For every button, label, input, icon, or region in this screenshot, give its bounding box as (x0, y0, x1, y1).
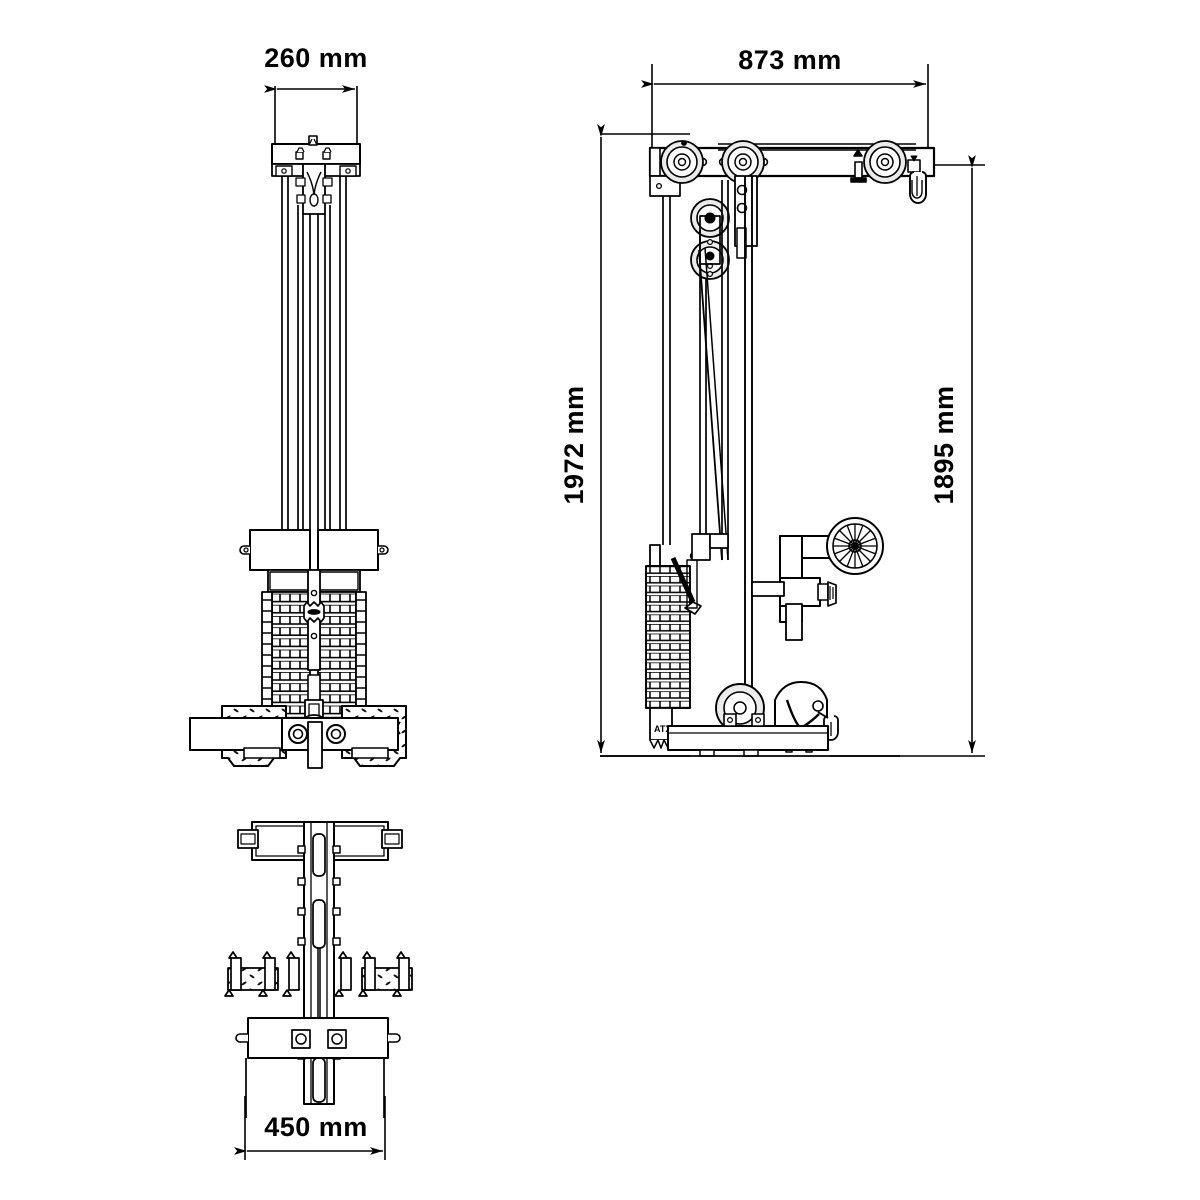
side-weight-stack: ATX (645, 544, 691, 749)
front-base-frame (189, 717, 399, 769)
side-vertical-rails (744, 176, 753, 712)
front-guide-rods (281, 176, 347, 570)
dimension-label-260: 260 mm (264, 43, 368, 73)
ribbed-hand-wheel (826, 517, 884, 575)
dimension-label-450: 450 mm (264, 1112, 368, 1142)
side-floating-pulley-block (690, 198, 730, 280)
side-top-pulleys (660, 140, 907, 184)
side-base-frame (600, 713, 900, 757)
selector-knob (303, 601, 325, 623)
plan-foot-platforms (224, 951, 413, 997)
svg-text:ATX: ATX (654, 724, 671, 734)
dimension-labels: 260 mm 873 mm 1972 mm 1895 mm 450 mm (264, 43, 959, 1142)
plan-lower-crossbar (235, 1017, 401, 1118)
locking-knob (817, 581, 837, 607)
floating-pulley-upper (690, 198, 730, 238)
dimension-label-873: 873 mm (738, 45, 842, 75)
plan-view (224, 821, 413, 1160)
plan-column (303, 821, 335, 1105)
pulley-1 (660, 140, 704, 184)
dimension-label-1972: 1972 mm (559, 385, 589, 504)
side-hanger-plate (734, 175, 758, 259)
dimension-label-1895: 1895 mm (929, 385, 959, 504)
beam-stud (850, 149, 867, 183)
side-view: ATX (597, 64, 985, 757)
pulley-3 (863, 140, 907, 184)
snap-hook-carabiner (907, 155, 927, 204)
front-top-carriage (295, 163, 333, 215)
dimension-450mm (234, 1096, 386, 1160)
front-view (189, 85, 407, 769)
dimension-260mm (264, 85, 358, 152)
side-cables (662, 180, 729, 561)
front-stack-top-caps (239, 529, 389, 571)
side-adjustable-arm (751, 517, 884, 641)
pulley-2 (721, 140, 765, 184)
side-stack-lever (670, 533, 729, 615)
dimension-873mm (641, 64, 929, 150)
